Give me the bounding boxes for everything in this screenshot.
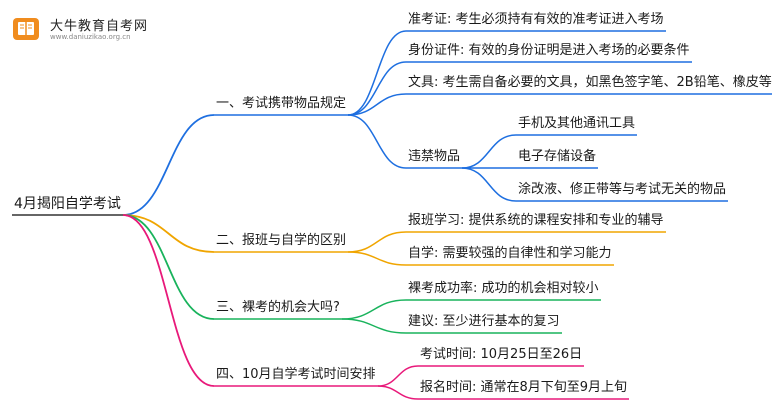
mindmap-canvas: 大牛教育自考网 www.daniuzikao.org.cn 4月揭阳自学考试 一… [8,10,772,400]
link-root-branch-no-prep [122,214,215,320]
link-branch-no-prep-leaf-success-rate [341,299,407,320]
link-root-branch-items-rules [122,114,215,216]
leaf-admission-ticket[interactable]: 准考证: 考生必须持有有效的准考证进入考场 [408,12,664,27]
leaf-phone[interactable]: 手机及其他通讯工具 [518,116,636,131]
link-prohibited-leaf-correction-fluid [461,167,517,202]
link-root-branch-october-schedule [122,214,215,387]
link-branch-class-vs-self-leaf-self-study [347,251,407,266]
leaf-exam-time[interactable]: 考试时间: 10月25日至26日 [420,347,583,362]
link-branch-items-rules-leaf-id-card [347,61,407,116]
branch-class-vs-self[interactable]: 二、报班与自学的区别 [216,233,347,248]
leaf-storage-device[interactable]: 电子存储设备 [518,149,597,164]
leaf-suggestion[interactable]: 建议: 至少进行基本的复习 [408,314,560,329]
leaf-class-study[interactable]: 报班学习: 提供系统的课程安排和专业的辅导 [408,213,664,228]
leaf-correction-fluid[interactable]: 涂改液、修正带等与考试无关的物品 [518,182,727,197]
link-branch-items-rules-sub-branch-prohibited [347,114,407,169]
leaf-stationery[interactable]: 文具: 考生需自备必要的文具，如黑色签字笔、2B铅笔、橡皮等 [408,75,772,90]
sub-branch-prohibited[interactable]: 违禁物品 [408,149,461,164]
link-branch-no-prep-leaf-suggestion [341,318,407,334]
branch-no-prep[interactable]: 三、裸考的机会大吗? [216,300,340,315]
branch-october-schedule[interactable]: 四、10月自学考试时间安排 [216,367,376,382]
link-branch-october-schedule-leaf-exam-time [377,365,419,387]
leaf-success-rate[interactable]: 裸考成功率: 成功的机会相对较小 [408,281,599,296]
link-branch-items-rules-leaf-stationery [347,93,407,116]
leaf-id-card[interactable]: 身份证件: 有效的身份证明是进入考场的必要条件 [408,43,690,58]
leaf-self-study[interactable]: 自学: 需要较强的自律性和学习能力 [408,246,612,261]
leaf-registration-time[interactable]: 报名时间: 通常在8月下旬至9月上旬 [420,380,628,395]
link-prohibited-leaf-phone [461,134,517,169]
book-icon [13,18,39,40]
logo-url: www.daniuzikao.org.cn [50,33,131,41]
mindmap-connectors [12,30,772,400]
link-branch-october-schedule-leaf-registration-time [377,385,419,400]
site-logo[interactable]: 大牛教育自考网 www.daniuzikao.org.cn [8,10,198,48]
logo-title: 大牛教育自考网 [50,19,149,34]
branch-items-rules[interactable]: 一、考试携带物品规定 [216,96,347,111]
link-branch-items-rules-leaf-admission-ticket [347,30,407,116]
link-root-branch-class-vs-self [122,214,215,253]
root-topic[interactable]: 4月揭阳自学考试 [14,196,121,212]
link-branch-class-vs-self-leaf-class-study [347,231,407,253]
